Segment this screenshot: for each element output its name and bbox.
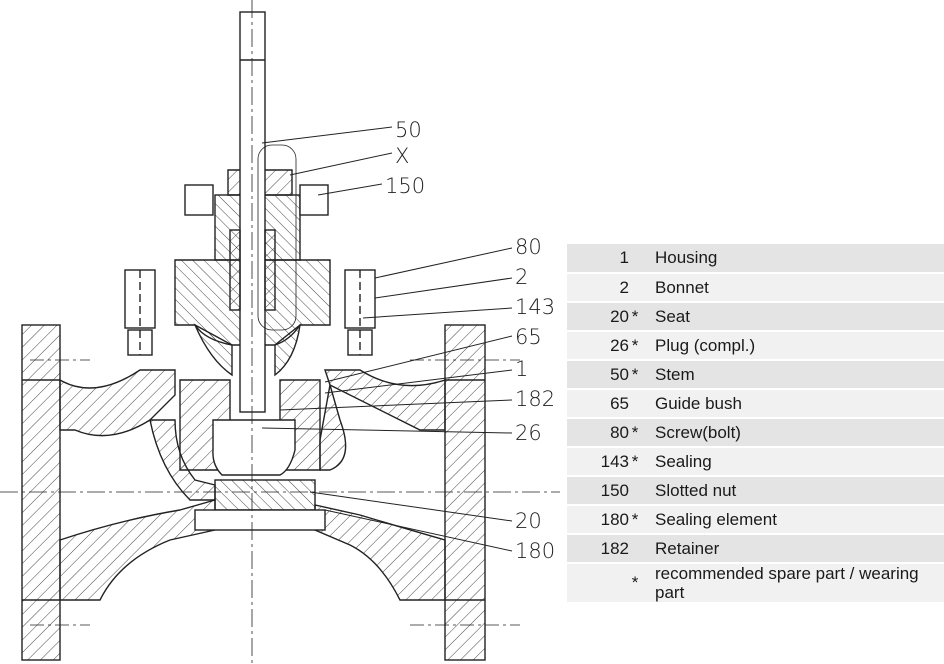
callout-labels: 50 X 150 80 2 143 65 1 182 26 20 180 [385,118,555,563]
part-number: 50 [610,364,629,384]
callout-182: 182 [515,387,555,411]
callout-20: 20 [515,509,542,533]
part-number: 143 [600,451,629,471]
part-description: Plug (compl.) [655,335,756,355]
part-number: 1 [619,248,629,267]
housing-upper-wall [59,369,176,437]
part-description: Slotted nut [655,480,737,500]
footnote-marker: * [631,573,639,592]
part-number: 20 [610,306,629,326]
spare-marker [629,389,641,418]
spare-marker: * [631,364,639,384]
part-description: Housing [655,248,718,267]
callout-180: 180 [515,539,555,563]
callout-26: 26 [515,421,542,445]
leader-lines [261,126,513,552]
spare-marker: * [631,422,639,442]
callout-150: 150 [385,174,425,198]
table-row: 180 * Sealing element [567,505,944,534]
part-description: Stem [655,364,695,384]
part-number: 150 [600,480,629,500]
part-number: 26 [610,335,629,355]
part-number: 80 [610,422,629,442]
part-number: 2 [619,277,629,297]
plug [212,419,296,476]
table-row: 143 * Sealing [567,447,944,476]
table-row: 150 Slotted nut [567,476,944,505]
callout-80: 80 [515,235,542,259]
stem [239,11,266,413]
spare-marker: * [631,306,639,326]
part-description: Seat [655,306,690,326]
part-description: Screw(bolt) [655,422,741,442]
spare-marker: * [631,509,639,529]
right-flange [444,324,486,661]
housing-lower-wall [59,499,216,601]
callout-2: 2 [515,265,528,289]
spare-marker: * [631,451,639,471]
table-row: 1 Housing [567,244,944,273]
table-row: 20 * Seat [567,302,944,331]
part-number: 65 [610,393,629,413]
part-description: Guide bush [655,393,742,413]
seat [214,479,316,511]
part-description: Sealing element [655,509,777,529]
footnote-row: * recommended spare part / wearing part [567,563,944,603]
footnote-text: recommended spare part / wearing part [655,564,919,602]
callout-1: 1 [515,357,528,381]
spare-marker [629,244,641,273]
table-row: 182 Retainer [567,534,944,563]
spare-marker: * [631,335,639,355]
valve-cross-section-drawing: 50 X 150 80 2 143 65 1 182 26 20 180 [0,0,560,664]
callout-50: 50 [395,118,422,142]
parts-list-table: 1 Housing 2 Bonnet 20 * Seat 26 * Plug (… [567,244,944,604]
spare-marker [629,273,641,302]
part-number: 180 [600,509,629,529]
spare-marker [629,534,641,563]
left-flange [21,324,61,661]
callout-65: 65 [515,325,542,349]
callout-x: X [395,144,409,168]
table-row: 2 Bonnet [567,273,944,302]
table-row: 26 * Plug (compl.) [567,331,944,360]
spare-marker [629,476,641,505]
part-description: Bonnet [655,277,709,297]
part-description: Retainer [655,538,720,558]
table-row: 50 * Stem [567,360,944,389]
part-number: 182 [600,538,629,558]
table-row: 80 * Screw(bolt) [567,418,944,447]
callout-143: 143 [515,295,555,319]
table-row: 65 Guide bush [567,389,944,418]
part-description: Sealing [655,451,712,471]
